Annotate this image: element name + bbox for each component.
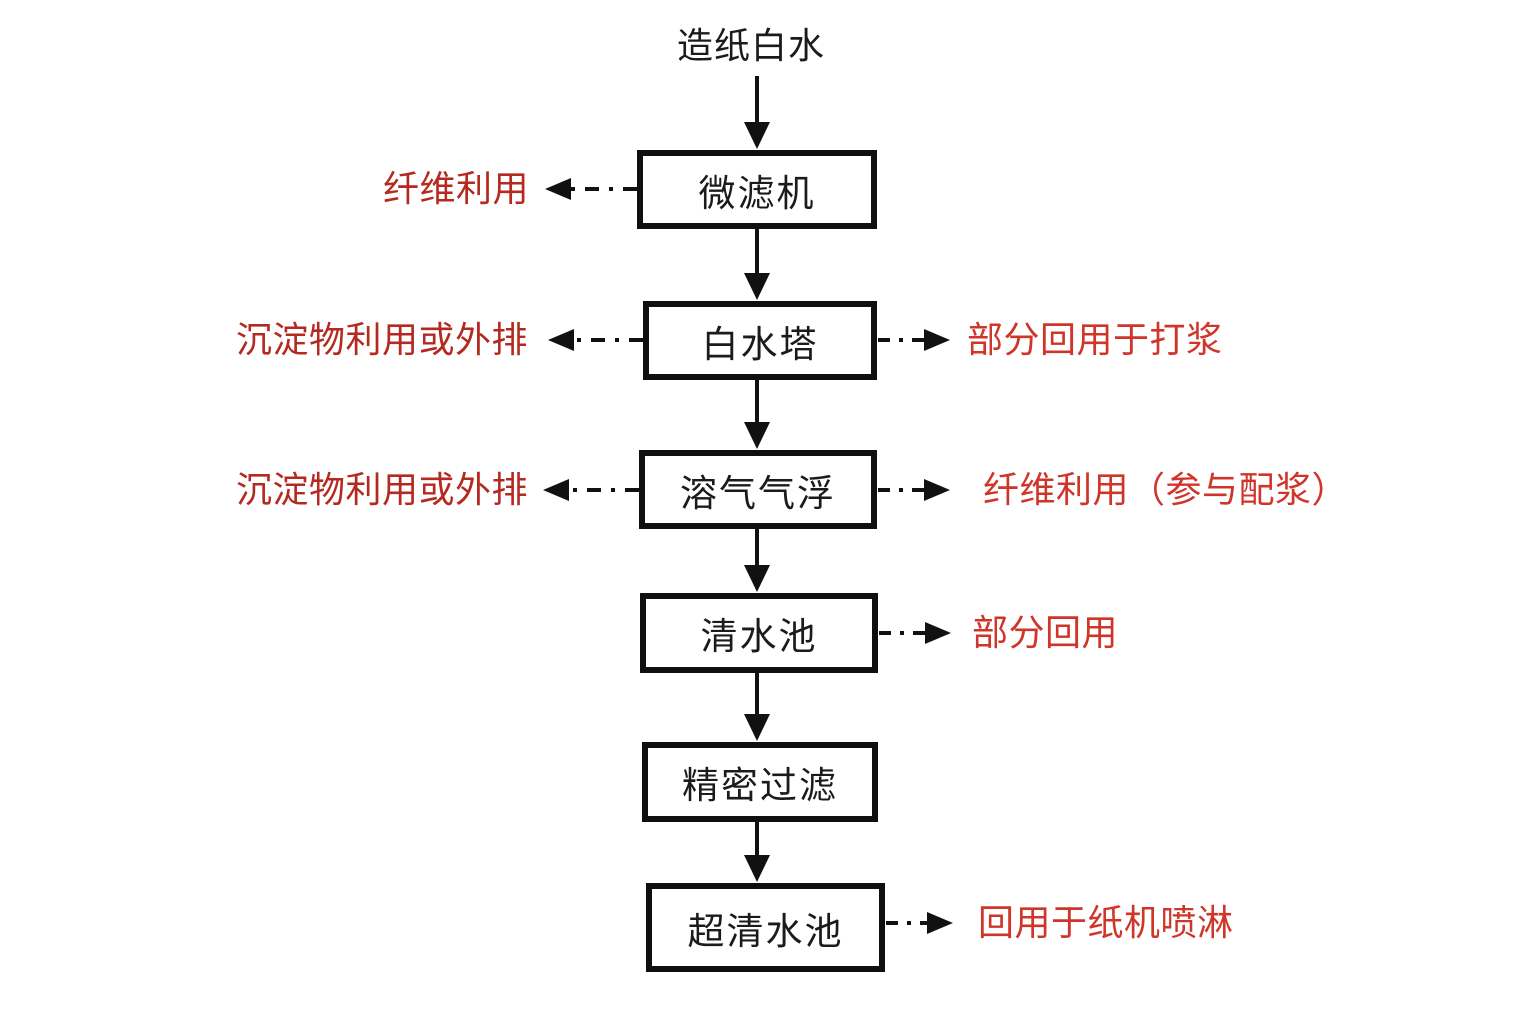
- dashed-arrow-clear-tank-to-partial-reuse: [879, 622, 951, 644]
- dashed-arrow-ultra-tank-to-shower-reuse: [886, 912, 953, 934]
- node-microfilter: 微滤机: [637, 150, 877, 229]
- dashed-arrow-microfilter-to-fiber-use: [545, 178, 637, 200]
- dashed-arrow-flotation-to-sediment: [543, 479, 639, 501]
- dashed-arrow-flotation-to-fiber-use: [878, 479, 950, 501]
- arrow-flotation-to-clear-water-tank: [744, 529, 770, 592]
- arrow-precision-filtration-to-ultra-clear-tank: [744, 822, 770, 882]
- left-label-fiber-use: 纤维利用: [383, 169, 530, 209]
- arrow-white-water-tower-to-flotation: [744, 380, 770, 449]
- node-white-water-tower: 白水塔: [643, 301, 877, 380]
- node-precision-filtration: 精密过滤: [642, 742, 878, 822]
- node-ultra-clear-water-tank: 超清水池: [646, 883, 885, 972]
- right-label-partial-reuse-pulping: 部分回用于打浆: [967, 320, 1223, 360]
- arrow-source-to-microfilter: [744, 76, 770, 149]
- arrow-microfilter-to-white-water-tower: [744, 229, 770, 300]
- right-label-fiber-use-stock-prep: 纤维利用（参与配浆）: [983, 470, 1349, 510]
- dashed-arrow-tower-to-sediment: [548, 329, 643, 351]
- right-label-reuse-paper-machine-shower: 回用于纸机喷淋: [978, 903, 1234, 943]
- right-label-partial-reuse: 部分回用: [972, 613, 1119, 653]
- node-clear-water-tank: 清水池: [640, 593, 878, 673]
- dashed-arrow-tower-to-pulping-reuse: [878, 329, 950, 351]
- arrow-clear-water-tank-to-precision-filtration: [744, 673, 770, 741]
- left-label-sediment-use-or-discharge-1: 沉淀物利用或外排: [236, 320, 529, 360]
- left-label-sediment-use-or-discharge-2: 沉淀物利用或外排: [236, 470, 529, 510]
- node-dissolved-air-flotation: 溶气气浮: [639, 450, 877, 529]
- source-label: 造纸白水: [677, 26, 826, 66]
